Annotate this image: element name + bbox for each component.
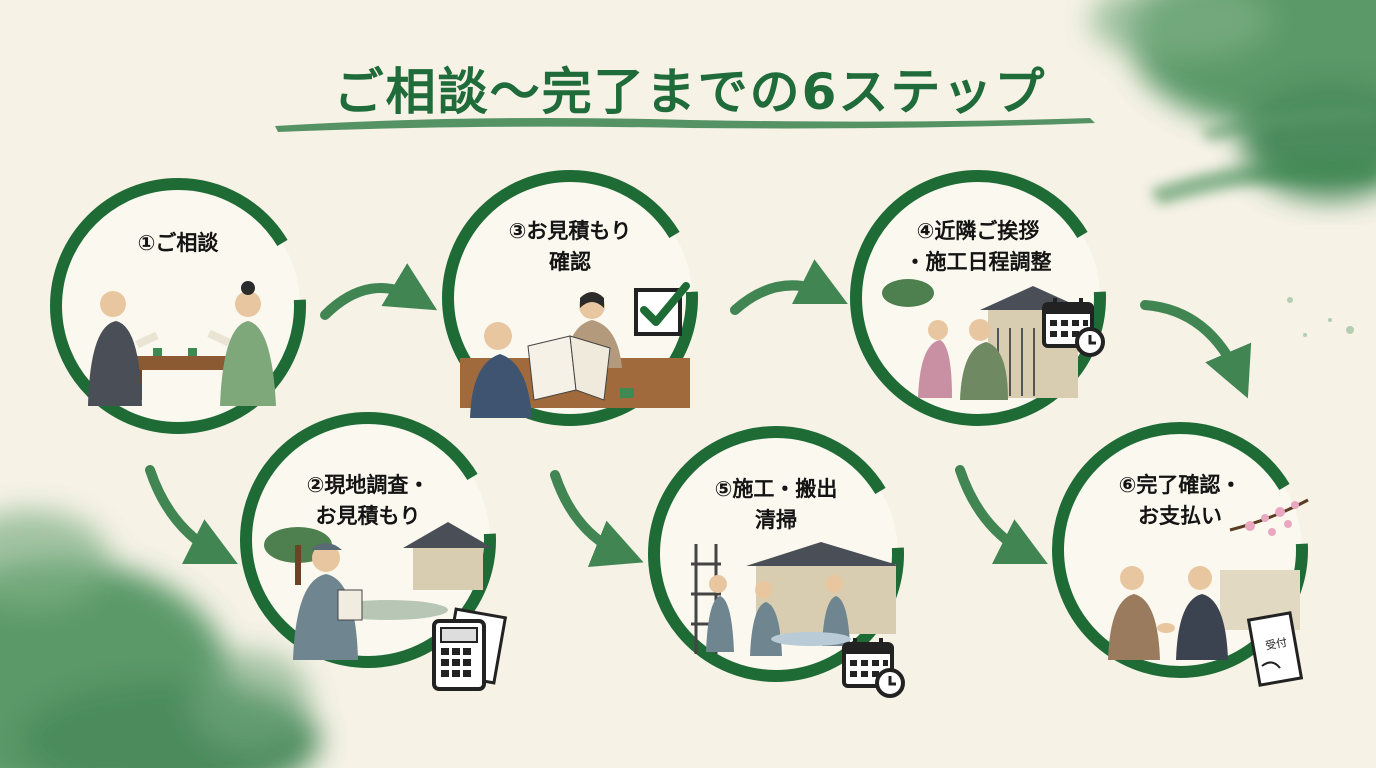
arrow-3-to-5 xyxy=(550,470,644,568)
step-label: ④近隣ご挨拶 ・施工日程調整 xyxy=(868,216,1088,278)
arrow-1-to-2 xyxy=(145,465,238,564)
step-label-line: ④近隣ご挨拶 xyxy=(916,219,1040,243)
receipt-text: 受付 xyxy=(1264,636,1288,653)
step-6: 受付 ⑥完了確認・ お支払い xyxy=(1050,420,1310,687)
completion-handshake-scene-icon xyxy=(1108,498,1309,660)
estimate-review-scene-icon xyxy=(460,292,690,418)
page-title: ご相談〜完了までの6ステップ xyxy=(333,63,1047,121)
construction-cleanup-scene-icon xyxy=(691,542,901,656)
step-label-line: ②現地調査・ xyxy=(306,473,430,497)
step-label: ①ご相談 xyxy=(68,228,288,259)
step-label-line: ⑥完了確認・ xyxy=(1118,473,1242,497)
step-label-line: ⑤施工・搬出 xyxy=(714,477,838,501)
checkbox-check-icon xyxy=(634,282,690,336)
receipt-envelope-icon: 受付 xyxy=(1246,611,1304,687)
step-5: ⑤施工・搬出 清掃 xyxy=(646,424,906,698)
step-label-line: 清掃 xyxy=(755,508,797,532)
step-label-line: ・施工日程調整 xyxy=(904,250,1052,274)
step-1: ①ご相談 xyxy=(48,176,308,436)
title-underline-brush xyxy=(275,118,1095,132)
step-label-line: ①ご相談 xyxy=(137,231,219,255)
calendar-clock-icon xyxy=(842,638,905,698)
arrow-3-to-4 xyxy=(730,259,848,315)
consultation-scene-icon xyxy=(88,281,276,406)
step-label-line: お見積もり xyxy=(315,504,421,528)
step-label-line: 確認 xyxy=(549,250,591,274)
step-label-line: お支払い xyxy=(1138,504,1222,528)
step-3: ③お見積もり 確認 xyxy=(440,168,700,428)
site-survey-scene-icon xyxy=(264,522,493,660)
arrow-4-to-6 xyxy=(1140,300,1252,399)
step-4: ④近隣ご挨拶 ・施工日程調整 xyxy=(848,168,1108,428)
step-label: ③お見積もり 確認 xyxy=(460,216,680,278)
step-label: ②現地調査・ お見積もり xyxy=(258,470,478,532)
step-label: ⑤施工・搬出 清掃 xyxy=(666,474,886,536)
step-2: ②現地調査・ お見積もり xyxy=(238,410,508,691)
arrow-4-to-6b xyxy=(955,465,1048,564)
calendar-clock-icon xyxy=(1042,298,1105,357)
arrow-1-to-3 xyxy=(320,263,438,320)
calculator-icon xyxy=(432,607,508,691)
step-label-line: ③お見積もり xyxy=(508,219,632,243)
step-label: ⑥完了確認・ お支払い xyxy=(1070,470,1290,532)
